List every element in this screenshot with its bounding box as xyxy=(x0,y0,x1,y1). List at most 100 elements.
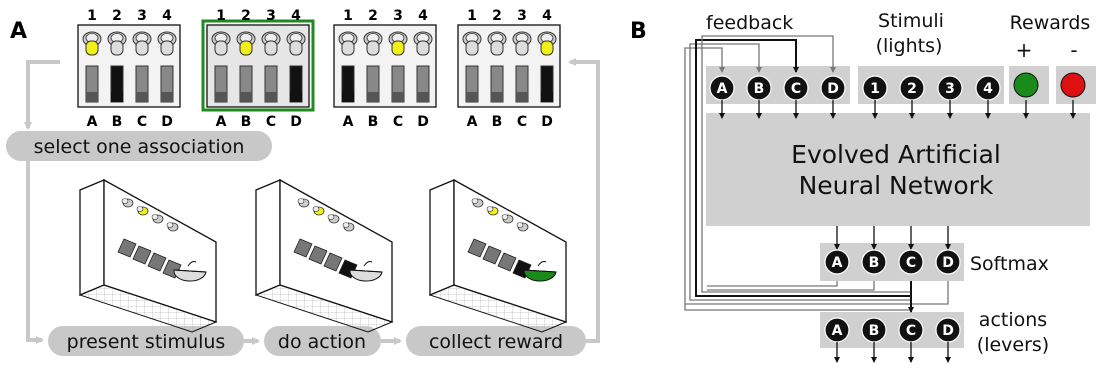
lever-base xyxy=(290,92,302,102)
softmax-node-B-circle xyxy=(861,249,887,275)
lever-base xyxy=(215,92,227,102)
unlit-light xyxy=(289,40,303,56)
action-node-A: A xyxy=(824,317,850,343)
feedback-node-C: C xyxy=(783,75,809,101)
lever-base xyxy=(541,92,553,102)
unlit-light xyxy=(264,40,278,56)
action-node-A-label: A xyxy=(832,323,843,339)
switch-number: 2 xyxy=(112,8,122,24)
action-node-D: D xyxy=(935,317,961,343)
rewards-label: Rewards xyxy=(1010,12,1091,34)
switch-number: 4 xyxy=(418,8,428,24)
device-light-cap xyxy=(151,214,159,220)
lever-letter: A xyxy=(87,114,98,130)
unlit-light xyxy=(490,40,504,56)
stimulus-node-2-label: 2 xyxy=(907,81,917,97)
stimuli-label-line2: (lights) xyxy=(876,35,943,57)
device-light-cap xyxy=(327,214,335,220)
switch-number: 4 xyxy=(162,8,172,24)
lever-letter: C xyxy=(393,114,403,130)
unlit-light xyxy=(135,40,149,56)
device-light-cap xyxy=(166,222,174,228)
lever-letter: C xyxy=(266,114,276,130)
device-light-cap xyxy=(136,206,144,212)
lever-letter: A xyxy=(467,114,478,130)
selected-box-highlight xyxy=(201,19,315,112)
reward-positive-node xyxy=(1013,72,1039,98)
reward-plus-label: + xyxy=(1016,38,1033,62)
lever-letter: D xyxy=(161,114,173,130)
lever-base xyxy=(136,92,148,102)
lit-light xyxy=(391,40,405,56)
softmax-node-A-circle xyxy=(824,249,850,275)
lever-base xyxy=(466,92,478,102)
device-2 xyxy=(254,178,394,333)
softmax-node-D: D xyxy=(935,249,961,275)
stimulus-node-3-label: 3 xyxy=(945,81,955,97)
lever-base xyxy=(111,92,123,102)
reward-cup xyxy=(349,269,383,282)
device-light-cap xyxy=(486,206,494,212)
action-node-B-label: B xyxy=(869,323,880,339)
feedback-node-A-label: A xyxy=(717,81,728,97)
device-lever xyxy=(147,252,167,272)
feedback-node-B-label: B xyxy=(754,81,765,97)
switch-number: 3 xyxy=(266,8,276,24)
device-light-cap xyxy=(516,222,524,228)
lit-light xyxy=(239,40,253,56)
reward-cup-rim xyxy=(523,269,557,273)
stimulus-node-1: 1 xyxy=(862,75,888,101)
softmax-label: Softmax xyxy=(970,253,1049,275)
reward-cup-rim xyxy=(349,269,383,273)
stimuli-label-line1: Stimuli xyxy=(878,10,944,32)
action-node-C: C xyxy=(898,317,924,343)
switch-number: 3 xyxy=(517,8,527,24)
actions-label-line2: (levers) xyxy=(977,334,1049,356)
reward-pill: collect reward xyxy=(406,326,586,356)
reward-cup-filled xyxy=(523,269,557,282)
switch-number: 1 xyxy=(216,8,226,24)
device-light-cap xyxy=(297,198,305,204)
action-pill: do action xyxy=(264,326,381,356)
lever-base xyxy=(342,92,354,102)
switch-number: 4 xyxy=(291,8,301,24)
lever-base xyxy=(367,92,379,102)
device-3 xyxy=(428,178,568,333)
switch-number: 1 xyxy=(343,8,353,24)
device-side xyxy=(429,179,455,296)
lever-letter: B xyxy=(241,114,252,130)
reward-cup-rim xyxy=(173,269,207,273)
action-node-B: B xyxy=(861,317,887,343)
stimulus-node-1-label: 1 xyxy=(870,81,880,97)
unlit-light xyxy=(160,40,174,56)
feedback-node-A: A xyxy=(709,75,735,101)
device-lever xyxy=(482,245,502,265)
lever-base xyxy=(161,92,173,102)
collect-reward-label: collect reward xyxy=(429,331,563,353)
lever-letter: D xyxy=(417,114,429,130)
device-light-cap xyxy=(501,214,509,220)
softmax-node-B-label: B xyxy=(869,255,880,271)
lit-light xyxy=(540,40,554,56)
lever-letter: A xyxy=(216,114,227,130)
feedback-wires xyxy=(684,35,949,313)
softmax-node-D-label: D xyxy=(942,255,954,271)
reward-spout xyxy=(363,261,373,267)
reward-minus-label: - xyxy=(1070,38,1077,62)
reward-spout xyxy=(187,261,197,267)
device-lever xyxy=(497,252,517,272)
devices xyxy=(78,178,568,333)
select-association-label: select one association xyxy=(34,136,245,158)
flow-loop xyxy=(24,58,600,345)
actions-label-line1: actions xyxy=(979,309,1047,331)
select-pill: select one association xyxy=(6,131,272,161)
lever-base xyxy=(392,92,404,102)
device-side xyxy=(79,179,105,296)
lever-letter: A xyxy=(343,114,354,130)
lever-base xyxy=(491,92,503,102)
